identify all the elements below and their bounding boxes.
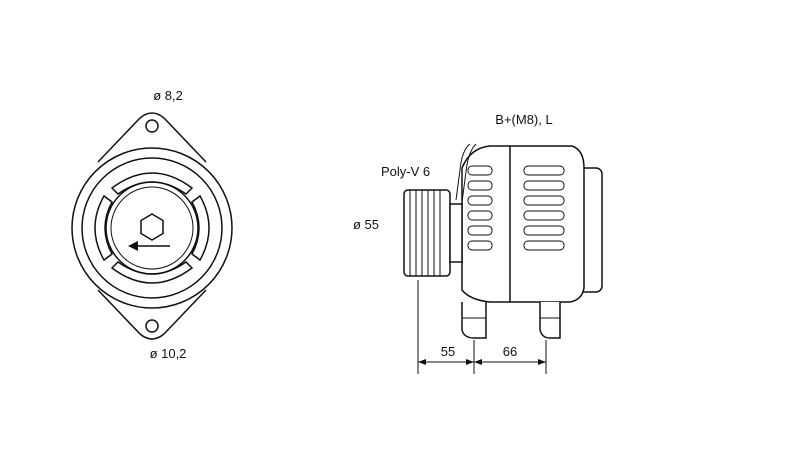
shaft-nut-hex [140,213,164,241]
poly-v-pulley [403,189,463,277]
top-mounting-ear [97,112,207,163]
dimension-66-label: 66 [503,344,517,359]
terminal-wire-2 [461,143,477,203]
dimension-55-label: 55 [441,344,455,359]
pulley-diameter-label: ø 55 [353,217,379,232]
belt-type-label: Poly-V 6 [381,164,430,179]
dimension-lines [417,280,547,374]
top-hole-diameter-label: ø 8,2 [153,88,183,103]
housing-outer-ring [71,147,233,309]
rear-cooling-fins [523,165,565,251]
terminal-label: B+(M8), L [495,112,552,127]
mounting-foot-left [461,302,487,339]
bottom-hole-diameter-label: ø 10,2 [150,346,187,361]
pulley-inner [110,186,194,270]
top-mount-hole [145,119,159,133]
vent-slot-right [191,194,210,262]
housing-inner-ring [81,157,223,299]
side-view: B+(M8), L Poly-V 6 ø 55 55 66 [353,112,603,374]
pulley-face [105,181,199,275]
terminal-wire-1 [455,143,471,201]
vent-slot-left [94,194,113,262]
alternator-housing [461,145,585,303]
mounting-foot-right [539,302,561,339]
bottom-mount-hole [145,319,159,333]
front-view: ø 8,2 ø 10,2 [71,88,233,361]
front-cooling-fins [467,165,493,251]
rotation-direction-arrow-icon [128,241,170,251]
